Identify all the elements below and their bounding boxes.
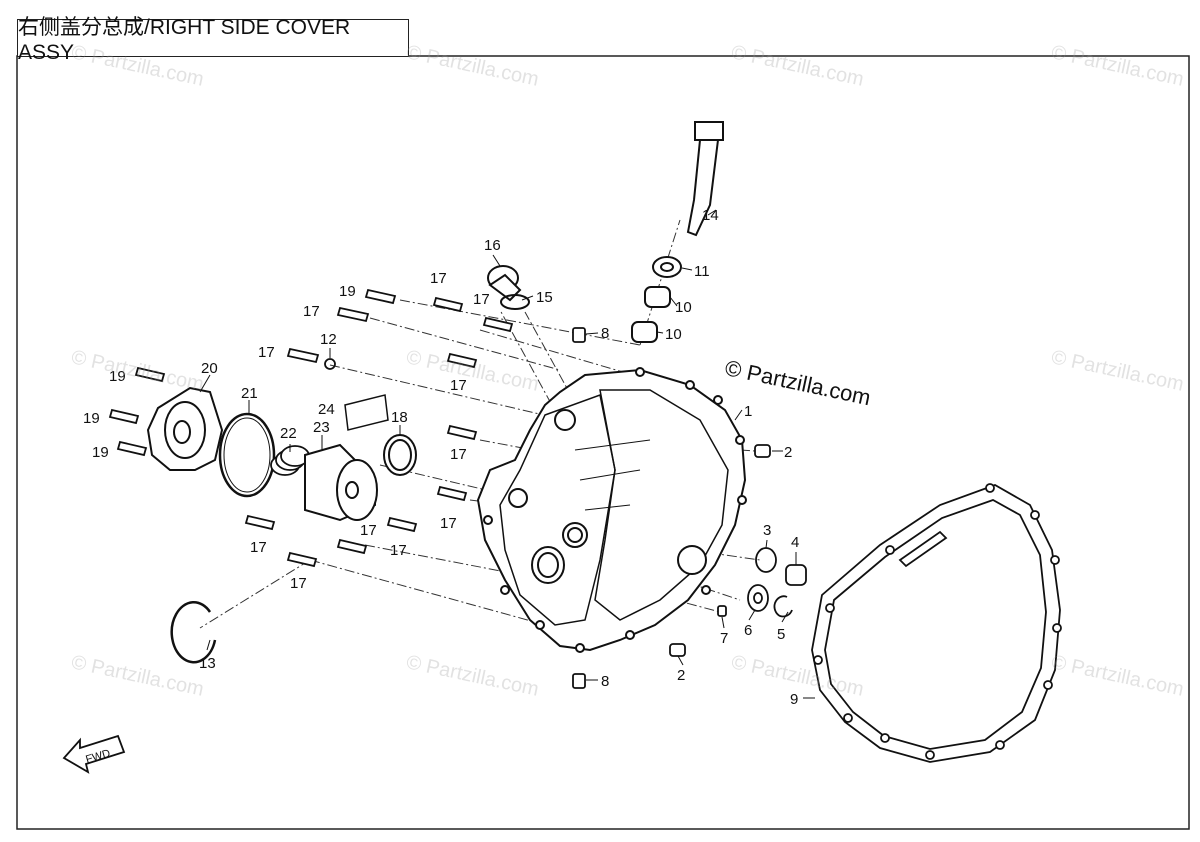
callout-19: 19 bbox=[83, 410, 100, 427]
callout-19: 19 bbox=[92, 444, 109, 461]
callout-15: 15 bbox=[536, 289, 553, 306]
diagram-border bbox=[16, 55, 1190, 830]
callout-20: 20 bbox=[201, 360, 218, 377]
callout-17: 17 bbox=[450, 446, 467, 463]
callout-19: 19 bbox=[109, 368, 126, 385]
oil-filter-cover bbox=[146, 386, 224, 471]
circlip-large bbox=[170, 601, 217, 664]
right-side-cover bbox=[476, 367, 747, 653]
filter-spring bbox=[270, 445, 310, 476]
callout-21: 21 bbox=[241, 385, 258, 402]
callout-17: 17 bbox=[450, 377, 467, 394]
oil-dipstick bbox=[686, 121, 724, 237]
leader-lines bbox=[199, 209, 815, 699]
callout-9: 9 bbox=[790, 691, 798, 708]
callout-17: 17 bbox=[473, 291, 490, 308]
callout-17: 17 bbox=[250, 539, 267, 556]
callout-7: 7 bbox=[720, 630, 728, 647]
callout-24: 24 bbox=[318, 401, 335, 418]
callout-5: 5 bbox=[777, 626, 785, 643]
callout-19: 19 bbox=[339, 283, 356, 300]
o-ring bbox=[218, 412, 276, 498]
callout-14: 14 bbox=[702, 207, 719, 224]
callout-23: 23 bbox=[313, 419, 330, 436]
diagram-title: 右侧盖分总成/RIGHT SIDE COVER ASSY bbox=[17, 16, 409, 64]
callout-8: 8 bbox=[601, 325, 609, 342]
callout-18: 18 bbox=[391, 409, 408, 426]
callout-10: 10 bbox=[665, 326, 682, 343]
cover-gasket bbox=[811, 483, 1062, 763]
callout-17: 17 bbox=[303, 303, 320, 320]
callout-labels: 1 2 2 3 4 5 6 7 8 8 9 10 10 11 12 13 14 … bbox=[83, 207, 799, 708]
bearings bbox=[631, 256, 682, 343]
callout-17: 17 bbox=[390, 542, 407, 559]
oil-filter bbox=[304, 443, 378, 522]
callout-8: 8 bbox=[601, 673, 609, 690]
callout-1: 1 bbox=[744, 403, 752, 420]
callout-17: 17 bbox=[290, 575, 307, 592]
filter-ring bbox=[383, 434, 417, 476]
callout-4: 4 bbox=[791, 534, 799, 551]
callout-17: 17 bbox=[440, 515, 457, 532]
callout-22: 22 bbox=[280, 425, 297, 442]
callout-16: 16 bbox=[484, 237, 501, 254]
callout-2: 2 bbox=[677, 667, 685, 684]
callout-17: 17 bbox=[258, 344, 275, 361]
callout-10: 10 bbox=[675, 299, 692, 316]
callout-6: 6 bbox=[744, 622, 752, 639]
callout-17: 17 bbox=[360, 522, 377, 539]
callout-12: 12 bbox=[320, 331, 337, 348]
forward-arrow-icon: FWD bbox=[62, 734, 126, 774]
callout-2: 2 bbox=[784, 444, 792, 461]
small-parts bbox=[324, 327, 807, 689]
filter-sticker bbox=[344, 394, 389, 431]
callout-3: 3 bbox=[763, 522, 771, 539]
callout-11: 11 bbox=[694, 263, 710, 280]
filler-cap bbox=[487, 265, 530, 310]
callout-13: 13 bbox=[199, 655, 216, 672]
bolts bbox=[108, 288, 514, 568]
callout-17: 17 bbox=[430, 270, 447, 287]
